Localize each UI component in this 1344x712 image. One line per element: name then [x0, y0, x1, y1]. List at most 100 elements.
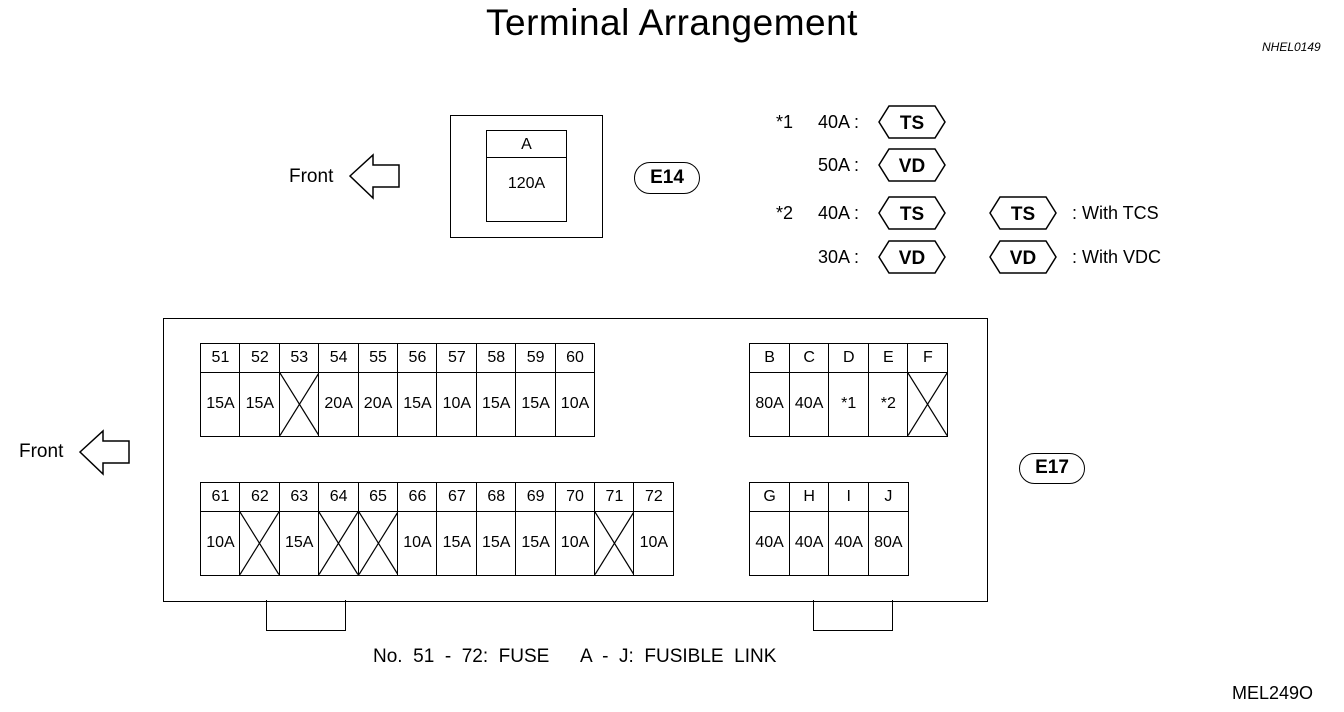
tag-vd-text: VD — [899, 156, 925, 177]
empty-slot-cross-icon — [908, 373, 947, 436]
fuse-cell-empty — [594, 511, 635, 576]
empty-slot-cross-icon — [595, 512, 634, 575]
legend-note2-mark: *2 — [776, 203, 794, 223]
link-cell-rating: *1 — [828, 372, 870, 437]
tag-hex-icon: TS — [989, 196, 1057, 230]
legend-note1-amp1: 40A : — [818, 112, 860, 132]
fuse-cell-empty — [357, 511, 399, 576]
link-cell-rating: 40A — [749, 511, 791, 576]
tag-ts-text: TS — [900, 113, 924, 134]
link-cell-number: C — [788, 343, 830, 374]
fuse-cell-number: 59 — [515, 343, 557, 374]
key-ts-text: TS — [1011, 204, 1035, 225]
e14-housing — [450, 115, 603, 238]
fuse-cell-number: 58 — [475, 343, 517, 374]
fuse-cell-number: 60 — [554, 343, 596, 374]
fuse-cell-rating: 10A — [554, 372, 596, 437]
link-cell-number: I — [828, 482, 870, 513]
fuse-cell-number: 71 — [594, 482, 635, 513]
key-vd-text: VD — [1010, 248, 1036, 269]
fuse-cell-rating: 15A — [239, 372, 281, 437]
legend-key-vdc: : With VDC — [1072, 247, 1162, 267]
fuse-cell-rating: 15A — [475, 511, 517, 576]
fuse-cell-number: 62 — [239, 482, 281, 513]
connector-e17-badge: E17 — [1019, 453, 1085, 484]
fuse-cell-rating: 15A — [515, 511, 557, 576]
fuse-cell-number: 55 — [357, 343, 399, 374]
legend-note1-mark: *1 — [776, 112, 794, 132]
tag-hex-icon: VD — [989, 240, 1057, 274]
tag-hex-icon: TS — [878, 105, 946, 139]
fuse-cell-number: 64 — [318, 482, 360, 513]
fuse-cell-number: 53 — [278, 343, 320, 374]
tag-hex-icon: VD — [878, 240, 946, 274]
reference-code-bottom: MEL249O — [1232, 683, 1314, 703]
e14-terminal-label: A — [487, 131, 566, 158]
fuse-cell-number: 57 — [436, 343, 478, 374]
front-arrow-icon — [348, 153, 400, 200]
link-cell-rating: 80A — [867, 511, 909, 576]
e17-mount-tab-left — [266, 600, 346, 631]
fuse-cell-rating: 15A — [278, 511, 320, 576]
tag-vd-text: VD — [899, 248, 925, 269]
link-cell-empty — [907, 372, 949, 437]
fuse-cell-empty — [239, 511, 281, 576]
fuse-cell-rating: 10A — [633, 511, 675, 576]
e14-terminal-rating: 120A — [507, 175, 546, 192]
fuse-cell-number: 51 — [200, 343, 241, 374]
fuse-cell-rating: 10A — [200, 511, 241, 576]
fuse-cell-empty — [318, 511, 360, 576]
legend-key-tcs: : With TCS — [1072, 203, 1159, 223]
e17-mount-tab-right — [813, 600, 893, 631]
fuse-cell-number: 69 — [515, 482, 557, 513]
fuse-cell-rating: 10A — [436, 372, 478, 437]
fuse-cell-rating: 15A — [475, 372, 517, 437]
link-cell-number: D — [828, 343, 870, 374]
front-label-e17: Front — [19, 441, 64, 462]
front-label-e14: Front — [289, 166, 334, 187]
link-cell-number: H — [788, 482, 830, 513]
fuse-cell-number: 54 — [318, 343, 360, 374]
fuse-cell-rating: 20A — [318, 372, 360, 437]
fuse-cell-rating: 20A — [357, 372, 399, 437]
fuse-cell-number: 52 — [239, 343, 281, 374]
link-cell-rating: 80A — [749, 372, 791, 437]
tag-ts-text: TS — [900, 204, 924, 225]
link-cell-rating: 40A — [788, 511, 830, 576]
fuse-cell-rating: 15A — [200, 372, 241, 437]
fuse-cell-rating: 15A — [397, 372, 438, 437]
link-cell-number: E — [867, 343, 909, 374]
e17-housing — [163, 318, 988, 602]
fuse-cell-number: 66 — [397, 482, 438, 513]
fuse-cell-rating: 10A — [554, 511, 596, 576]
fuse-cell-empty — [278, 372, 320, 437]
legend-note1-amp2: 50A : — [818, 155, 860, 175]
connector-e14-badge: E14 — [634, 162, 700, 194]
link-cell-rating: 40A — [828, 511, 870, 576]
fuse-cell-rating: 10A — [397, 511, 438, 576]
fuse-cell-number: 65 — [357, 482, 399, 513]
fuse-cell-number: 68 — [475, 482, 517, 513]
fuse-cell-number: 72 — [633, 482, 675, 513]
empty-slot-cross-icon — [359, 512, 398, 575]
link-cell-rating: *2 — [867, 372, 909, 437]
fuse-cell-number: 67 — [436, 482, 478, 513]
fuse-cell-rating: 15A — [515, 372, 557, 437]
page-title: Terminal Arrangement — [486, 2, 858, 43]
reference-code-top: NHEL0149 — [1262, 40, 1321, 54]
link-cell-number: G — [749, 482, 791, 513]
fuse-cell-rating: 15A — [436, 511, 478, 576]
link-cell-number: F — [907, 343, 949, 374]
e14-terminal-a: A 120A — [486, 130, 567, 222]
link-cell-rating: 40A — [788, 372, 830, 437]
legend-note2-amp1: 40A : — [818, 203, 860, 223]
front-arrow-icon — [78, 429, 130, 476]
empty-slot-cross-icon — [240, 512, 279, 575]
tag-hex-icon: TS — [878, 196, 946, 230]
link-cell-number: B — [749, 343, 791, 374]
fuse-cell-number: 61 — [200, 482, 241, 513]
fuse-cell-number: 70 — [554, 482, 596, 513]
link-cell-number: J — [867, 482, 909, 513]
fuse-cell-number: 63 — [278, 482, 320, 513]
footer-caption: No. 51 - 72: FUSE A - J: FUSIBLE LINK — [373, 646, 777, 667]
